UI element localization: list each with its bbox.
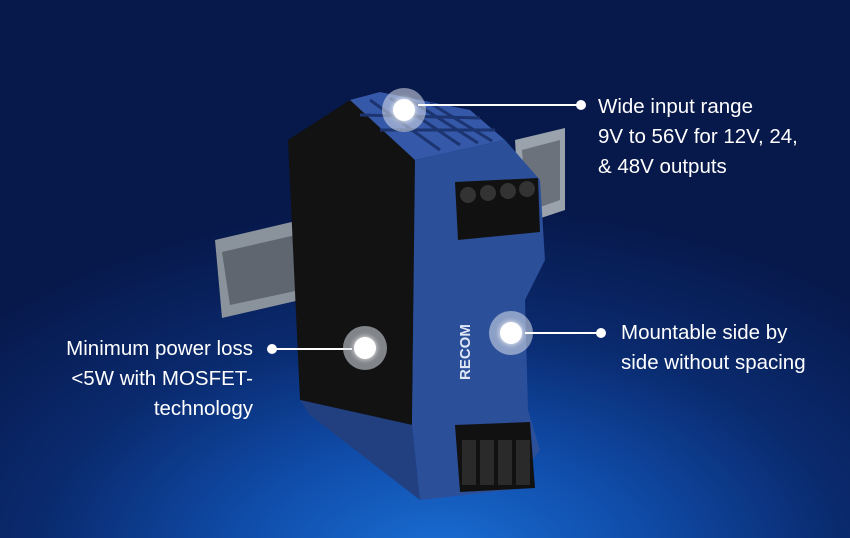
callout-line-power — [272, 348, 352, 350]
callout-line: <5W with MOSFET- — [71, 367, 253, 390]
callout-line: Mountable side by — [621, 321, 788, 344]
callout-line-mounting — [525, 332, 600, 334]
callout-endpoint-input — [576, 100, 586, 110]
callout-endpoint-mounting — [596, 328, 606, 338]
callout-line: technology — [153, 397, 253, 420]
brand-logo: RECOM — [457, 324, 474, 380]
callout-line: & 48V outputs — [598, 155, 727, 178]
callout-mounting: Mountable side by side without spacing — [621, 318, 806, 378]
callout-line: Minimum power loss — [66, 337, 253, 360]
callout-marker-input — [382, 88, 426, 132]
callout-line: 9V to 56V for 12V, 24, — [598, 125, 798, 148]
callout-line: side without spacing — [621, 351, 806, 374]
callout-input-range: Wide input range 9V to 56V for 12V, 24, … — [598, 92, 798, 182]
callout-line: Wide input range — [598, 95, 753, 118]
device-housing: RECOM — [288, 92, 545, 500]
callout-power-loss: Minimum power loss <5W with MOSFET- tech… — [66, 334, 253, 424]
callout-line-input — [418, 104, 580, 106]
callout-marker-power — [343, 326, 387, 370]
